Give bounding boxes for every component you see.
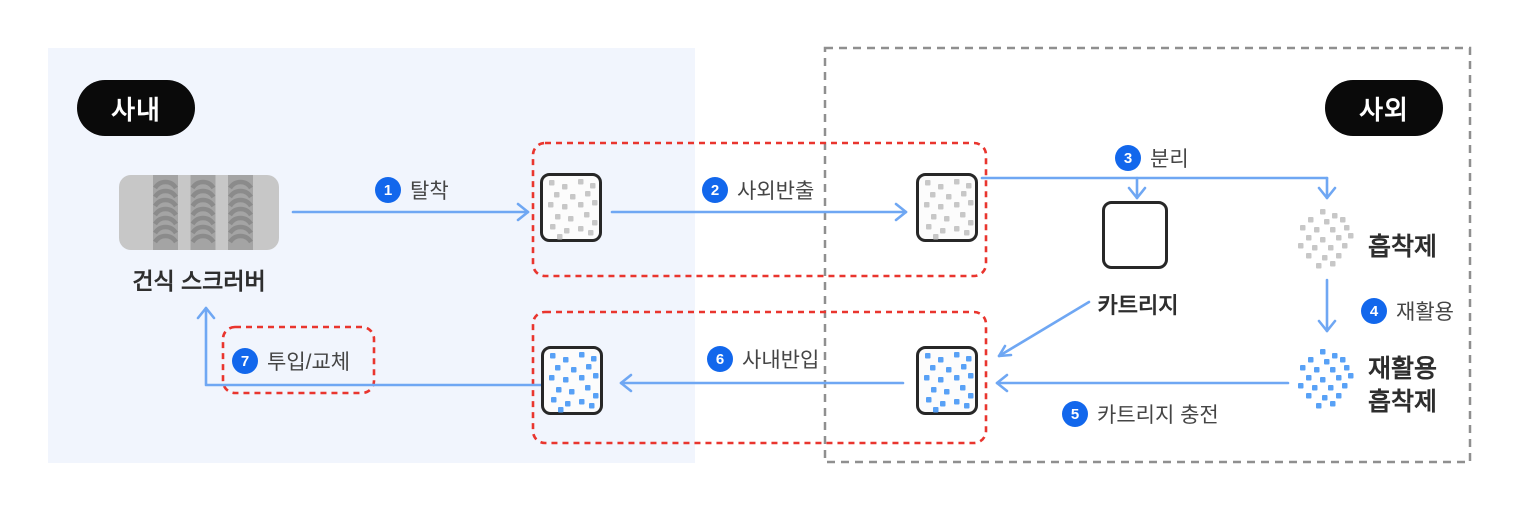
step-2-transport-out: 2 사외반출 [702,175,814,205]
step-5-label: 카트리지 충전 [1097,404,1219,427]
step-4-recycle: 4 재활용 [1361,296,1454,326]
step-1-detach: 1 탈착 [375,175,449,205]
adsorbent-label: 흡착제 [1368,233,1438,261]
recycled-adsorbent-label-line2: 흡착제 [1368,388,1438,416]
step-5-number: 5 [1062,401,1088,427]
external-zone-border [823,46,1472,464]
step-6-number: 6 [707,346,733,372]
cartridge-label: 카트리지 [1097,293,1179,318]
step-2-label: 사외반출 [737,180,815,203]
arrow-step5-refill [995,373,1290,393]
transport-out-highlight-box [531,141,988,278]
step-6-label: 사내반입 [742,349,820,372]
step-7-replace: 7 투입/교체 [232,346,350,376]
external-badge: 사외 [1325,80,1443,136]
arrow-cartridge-to-refill [997,300,1091,358]
used-cartridge-icon-2 [916,173,978,242]
step-4-number: 4 [1361,298,1387,324]
refilled-cartridge-icon-1 [916,346,978,415]
refilled-cartridge-icon-2 [541,346,603,415]
step-3-separate: 3 분리 [1115,143,1189,173]
empty-cartridge-icon [1102,201,1168,269]
step-1-number: 1 [375,177,401,203]
used-cartridge-icon-1 [540,173,602,242]
step-3-label: 분리 [1150,148,1189,171]
transport-in-highlight-box [531,310,988,445]
arrow-step6-transport-in [619,373,905,393]
arrow-step2-transport-out [610,202,908,222]
dry-scrubber-icon [119,175,279,250]
step-1-label: 탈착 [410,180,449,203]
arrow-step4-recycle [1317,278,1337,333]
step-6-transport-in: 6 사내반입 [707,344,819,374]
step-4-label: 재활용 [1396,301,1454,324]
arrow-step7-replace [196,306,543,387]
replace-step-highlight-box [221,325,376,395]
recycled-adsorbent-dots-icon [1298,349,1354,409]
arrow-step3-separate-branch [980,176,1337,200]
step-2-number: 2 [702,177,728,203]
step-3-number: 3 [1115,145,1141,171]
inhouse-badge: 사내 [77,80,195,136]
scrubber-label: 건식 스크러버 [132,268,266,294]
recycled-adsorbent-label-line1: 재활용 [1368,355,1438,383]
arrow-step1-detach [291,202,530,222]
adsorbent-dots-icon [1298,209,1354,269]
recycled-adsorbent-label: 재활용 흡착제 [1368,353,1437,419]
step-7-number: 7 [232,348,258,374]
step-5-refill: 5 카트리지 충전 [1062,399,1219,429]
step-7-label: 투입/교체 [267,351,351,374]
